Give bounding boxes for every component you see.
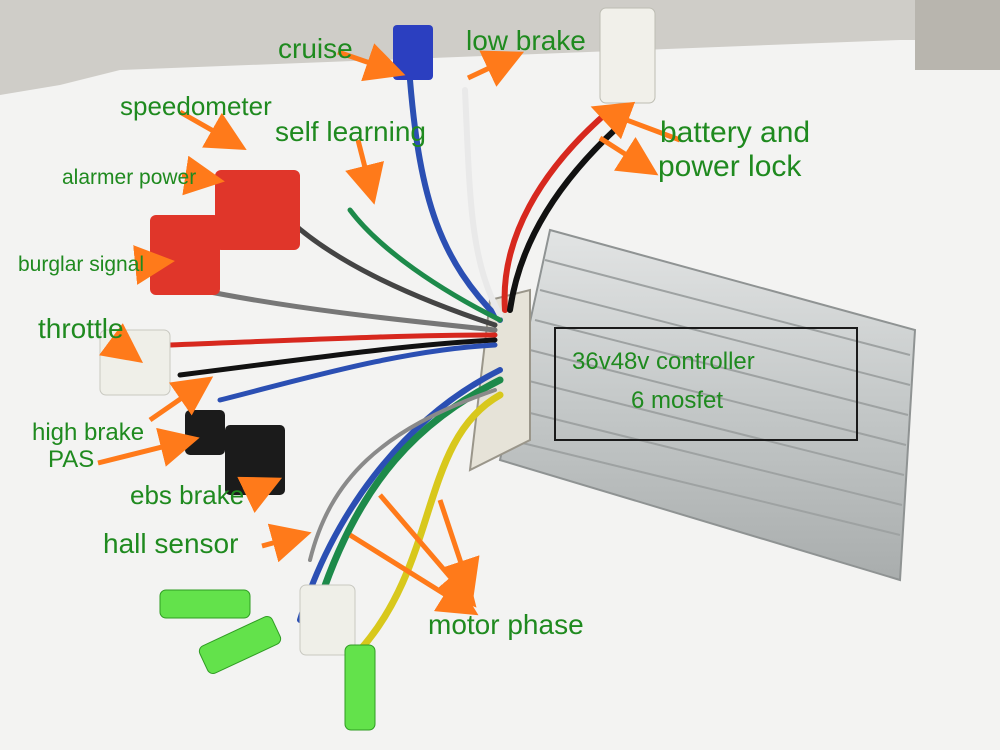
battery-connector — [599, 7, 656, 104]
label-battery-line2: power lock — [658, 150, 802, 183]
label-high-brake: high brake — [32, 419, 145, 446]
label-alarmer-power: alarmer power — [62, 166, 197, 189]
controller-label-line2: 6 mosfet — [631, 387, 724, 414]
hall-connector — [299, 584, 356, 656]
phase-terminal-2 — [198, 615, 282, 675]
controller-body — [468, 228, 917, 582]
label-self-learning: self learning — [275, 116, 426, 147]
label-cruise: cruise — [278, 33, 353, 64]
controller-label-line1: 36v48v controller — [572, 348, 755, 375]
label-pas: PAS — [48, 446, 95, 473]
label-burglar-signal: burglar signal — [18, 253, 145, 276]
burglar-connector — [150, 215, 220, 295]
alarmer-connector — [215, 170, 300, 250]
label-ebs-brake: ebs brake — [130, 480, 245, 510]
label-speedometer: speedometer — [120, 91, 272, 121]
label-battery-line1: battery and — [660, 116, 811, 149]
label-motor-phase: motor phase — [428, 609, 584, 640]
annotation-arrows — [97, 43, 681, 616]
corner-object — [915, 0, 1000, 70]
phase-terminal-1 — [159, 589, 251, 619]
label-hall-sensor: hall sensor — [103, 528, 239, 559]
phase-terminal-3 — [344, 644, 376, 731]
controller-label-box — [554, 327, 858, 441]
cruise-connector — [393, 25, 433, 80]
pas-connector — [185, 410, 225, 455]
label-throttle: throttle — [38, 313, 124, 344]
label-low-brake: low brake — [466, 25, 586, 56]
